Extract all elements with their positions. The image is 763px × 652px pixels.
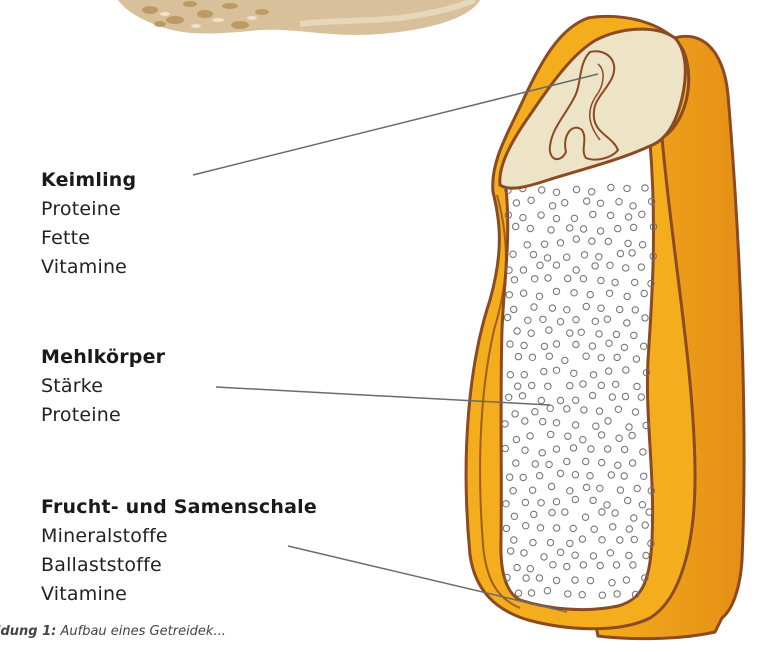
label-mehlkoerper-title: Mehlkörper — [41, 343, 165, 372]
grain-photo — [118, 0, 480, 35]
caption-text: Aufbau eines Getreidek... — [61, 624, 226, 639]
label-keimling-item: Fette — [41, 224, 136, 253]
label-schale-title: Frucht- und Samenschale — [41, 493, 317, 522]
label-schale: Frucht- und Samenschale Mineralstoffe Ba… — [41, 493, 317, 609]
label-keimling: Keimling Proteine Fette Vitamine — [41, 166, 136, 282]
label-keimling-title: Keimling — [41, 166, 136, 195]
label-keimling-item: Proteine — [41, 195, 136, 224]
label-schale-item: Mineralstoffe — [41, 522, 317, 551]
caption-number: ldung 1: — [0, 624, 56, 639]
label-mehlkoerper-item: Proteine — [41, 401, 165, 430]
label-schale-item: Ballaststoffe — [41, 551, 317, 580]
label-schale-item: Vitamine — [41, 580, 317, 609]
label-mehlkoerper: Mehlkörper Stärke Proteine — [41, 343, 165, 430]
label-mehlkoerper-item: Stärke — [41, 372, 165, 401]
label-keimling-item: Vitamine — [41, 253, 136, 282]
figure-caption: ldung 1: Aufbau eines Getreidek... — [0, 624, 226, 639]
